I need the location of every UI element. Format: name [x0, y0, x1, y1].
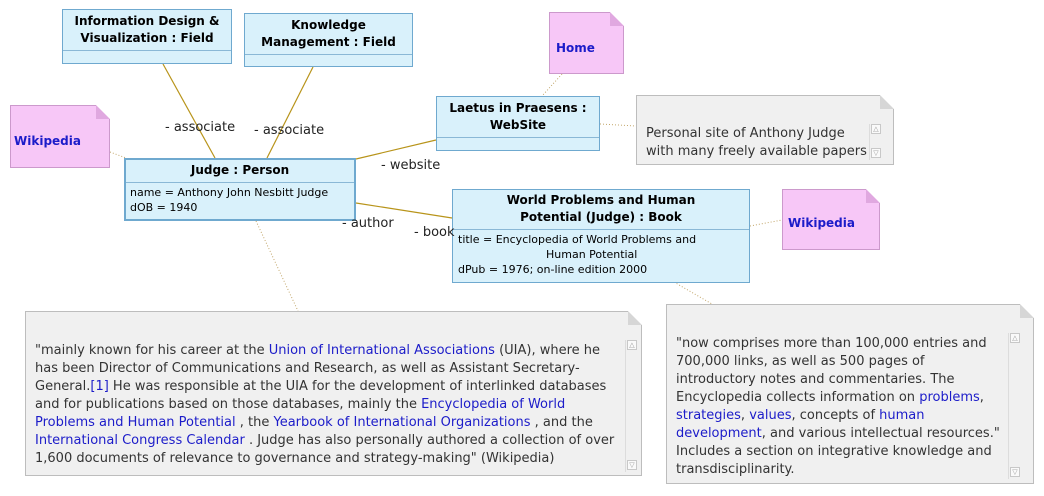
- scroll-up-arrow-icon[interactable]: △: [1010, 333, 1020, 343]
- attribute: name = Anthony John Nesbitt Judge: [130, 186, 329, 199]
- note-home[interactable]: Home: [549, 12, 624, 74]
- author-book-line: [355, 202, 453, 219]
- attribute-list: name = Anthony John Nesbitt Judge dOB = …: [126, 183, 354, 217]
- class-title: Judge : Person: [126, 160, 354, 183]
- class-title: Information Design & Visualization : Fie…: [63, 10, 231, 51]
- quote-text: , the: [235, 415, 274, 430]
- association-label-author: - author: [342, 216, 394, 231]
- strategies-link[interactable]: strategies: [676, 408, 741, 423]
- scroll-down-arrow-icon[interactable]: ▽: [1010, 467, 1020, 477]
- note-text-part: , concepts of: [791, 408, 880, 423]
- attribute: Human Potential: [546, 248, 638, 261]
- note-fold-corner: [628, 311, 642, 325]
- note-scrollbar[interactable]: △ ▽: [625, 340, 637, 472]
- note-text-part: , and various intellectual resources." I…: [676, 426, 1000, 477]
- note-line: Personal site of Anthony Judge: [646, 126, 845, 141]
- attribute: dOB = 1940: [130, 201, 198, 214]
- note-wikipedia-left[interactable]: Wikipedia: [10, 105, 110, 168]
- class-title: Knowledge Management : Field: [245, 14, 412, 55]
- human-development-link[interactable]: human development: [676, 408, 925, 441]
- class-title: Laetus in Praesens : WebSite: [437, 97, 599, 138]
- note-wikipedia-quote[interactable]: "mainly known for his career at the Unio…: [25, 311, 642, 476]
- citation-link[interactable]: [1]: [90, 379, 109, 394]
- home-link[interactable]: Home: [556, 41, 595, 55]
- scroll-down-arrow-icon[interactable]: ▽: [627, 460, 637, 470]
- note-wikipedia-right[interactable]: Wikipedia: [782, 189, 880, 250]
- note-scrollbar[interactable]: △ ▽: [869, 124, 881, 160]
- class-title: World Problems and Human Potential (Judg…: [453, 190, 749, 230]
- class-book[interactable]: World Problems and Human Potential (Judg…: [452, 189, 750, 283]
- yearbook-link[interactable]: Yearbook of International Organizations: [273, 415, 531, 430]
- note-text: Personal site of Anthony Judge with many…: [646, 125, 867, 161]
- association-label-website: - website: [381, 158, 441, 173]
- attribute-list: title = Encyclopedia of World Problems a…: [453, 230, 749, 279]
- note-link-quote: [255, 220, 299, 312]
- class-knowledge-management[interactable]: Knowledge Management : Field: [244, 13, 413, 67]
- class-information-design[interactable]: Information Design & Visualization : Fie…: [62, 9, 232, 64]
- note-fold-corner: [96, 105, 110, 119]
- quote-text: , and the: [530, 415, 593, 430]
- note-link-personal: [599, 123, 637, 127]
- association-label-associate-2: - associate: [254, 123, 325, 138]
- note-encyclopedia[interactable]: "now comprises more than 100,000 entries…: [666, 304, 1034, 484]
- congress-calendar-link[interactable]: International Congress Calendar: [35, 433, 245, 448]
- note-text: "now comprises more than 100,000 entries…: [676, 335, 1008, 479]
- wikipedia-link[interactable]: Wikipedia: [788, 216, 855, 230]
- encyclopedia-link[interactable]: Encyclopedia of World Problems and Human…: [35, 397, 566, 430]
- note-link-home: [541, 73, 563, 97]
- attribute: dPub = 1976; on-line edition 2000: [458, 263, 648, 276]
- class-judge-person[interactable]: Judge : Person name = Anthony John Nesbi…: [124, 158, 356, 221]
- quote-text: (UIA), where he has been Director of Com…: [35, 343, 601, 394]
- website-line: [355, 139, 437, 160]
- associate-line-2: [266, 66, 314, 159]
- wikipedia-link[interactable]: Wikipedia: [14, 134, 81, 148]
- note-link-wiki-right: [749, 219, 783, 227]
- note-text-part: ,: [979, 390, 984, 405]
- note-text-part: ,: [740, 408, 750, 423]
- note-fold-corner: [866, 189, 880, 203]
- association-label-associate-1: - associate: [165, 120, 236, 135]
- scroll-down-arrow-icon[interactable]: ▽: [871, 148, 881, 158]
- note-fold-corner: [610, 12, 624, 26]
- quote-text: . Judge has also personally authored a c…: [35, 433, 615, 466]
- note-text: "mainly known for his career at the Unio…: [35, 342, 627, 468]
- class-laetus-website[interactable]: Laetus in Praesens : WebSite: [436, 96, 600, 151]
- problems-link[interactable]: problems: [919, 390, 980, 405]
- note-line: with many freely available papers: [646, 144, 867, 159]
- associate-line-1: [162, 63, 216, 159]
- note-fold-corner: [1020, 304, 1034, 318]
- note-personal-site[interactable]: Personal site of Anthony Judge with many…: [636, 95, 894, 165]
- uia-link[interactable]: Union of International Associations: [268, 343, 495, 358]
- association-label-book: - book: [414, 225, 455, 240]
- note-scrollbar[interactable]: △ ▽: [1008, 333, 1020, 479]
- attribute: title = Encyclopedia of World Problems a…: [458, 233, 697, 246]
- note-link-encyclopedia: [673, 281, 713, 305]
- note-text-part: "now comprises more than 100,000 entries…: [676, 336, 987, 405]
- scroll-up-arrow-icon[interactable]: △: [627, 340, 637, 350]
- values-link[interactable]: values: [749, 408, 792, 423]
- scroll-up-arrow-icon[interactable]: △: [871, 124, 881, 134]
- quote-text: He was responsible at the UIA for the de…: [35, 379, 607, 412]
- quote-text: "mainly known for his career at the: [35, 343, 269, 358]
- note-fold-corner: [880, 95, 894, 109]
